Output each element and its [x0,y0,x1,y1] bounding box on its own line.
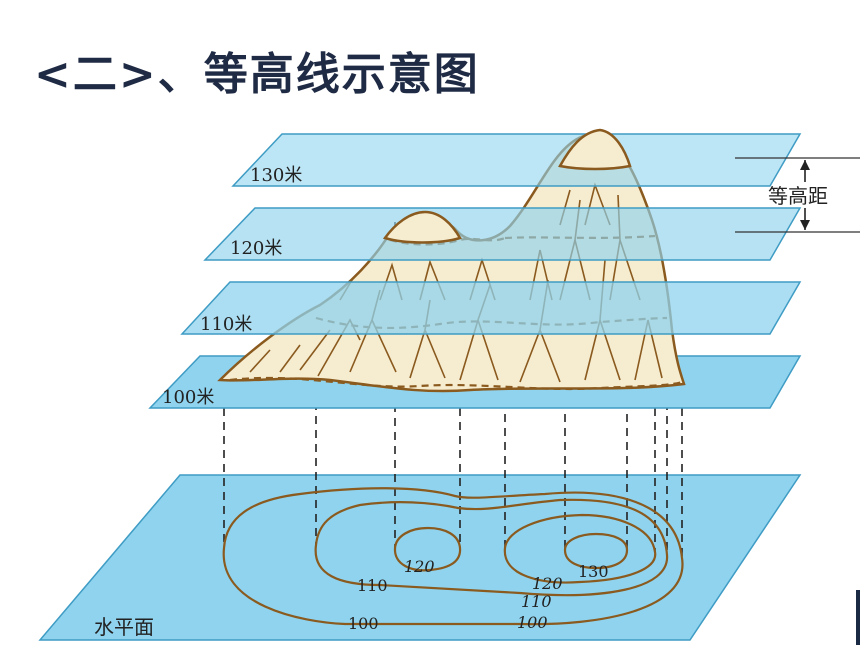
level-label-130: 130米 [250,165,302,186]
plane-130 [231,133,802,187]
base-plane-label: 水平面 [94,615,154,639]
contour-line-110 [314,498,669,597]
peak-right [558,128,632,171]
right-edge-bar [856,590,860,645]
contour-label-100-left: 100 [348,614,379,633]
contour-label-110-left: 110 [357,576,388,595]
peak-left [382,210,462,244]
base-plane [38,474,802,641]
contour-line-130 [563,532,629,570]
contour-label-100-right: 100 [517,613,548,632]
level-label-100: 100米 [162,387,214,408]
contour-line-100 [222,487,684,626]
contour-label-110-right: 110 [521,592,552,611]
level-label-120: 120米 [230,238,282,259]
slide-title: <二>、等高线示意图 [34,49,480,100]
contour-map [222,487,684,626]
interval-indicator [735,157,860,233]
interval-label: 等高距 [768,184,828,208]
level-label-110: 110米 [200,314,252,335]
plane-110 [180,281,802,335]
contour-label-130: 130 [578,562,609,581]
contour-label-120-left: 120 [404,557,435,576]
plane-120 [203,207,802,261]
contour-line-120-left [393,526,462,572]
contour-line-120-right [503,513,657,584]
contour-label-120-right: 120 [532,574,563,593]
